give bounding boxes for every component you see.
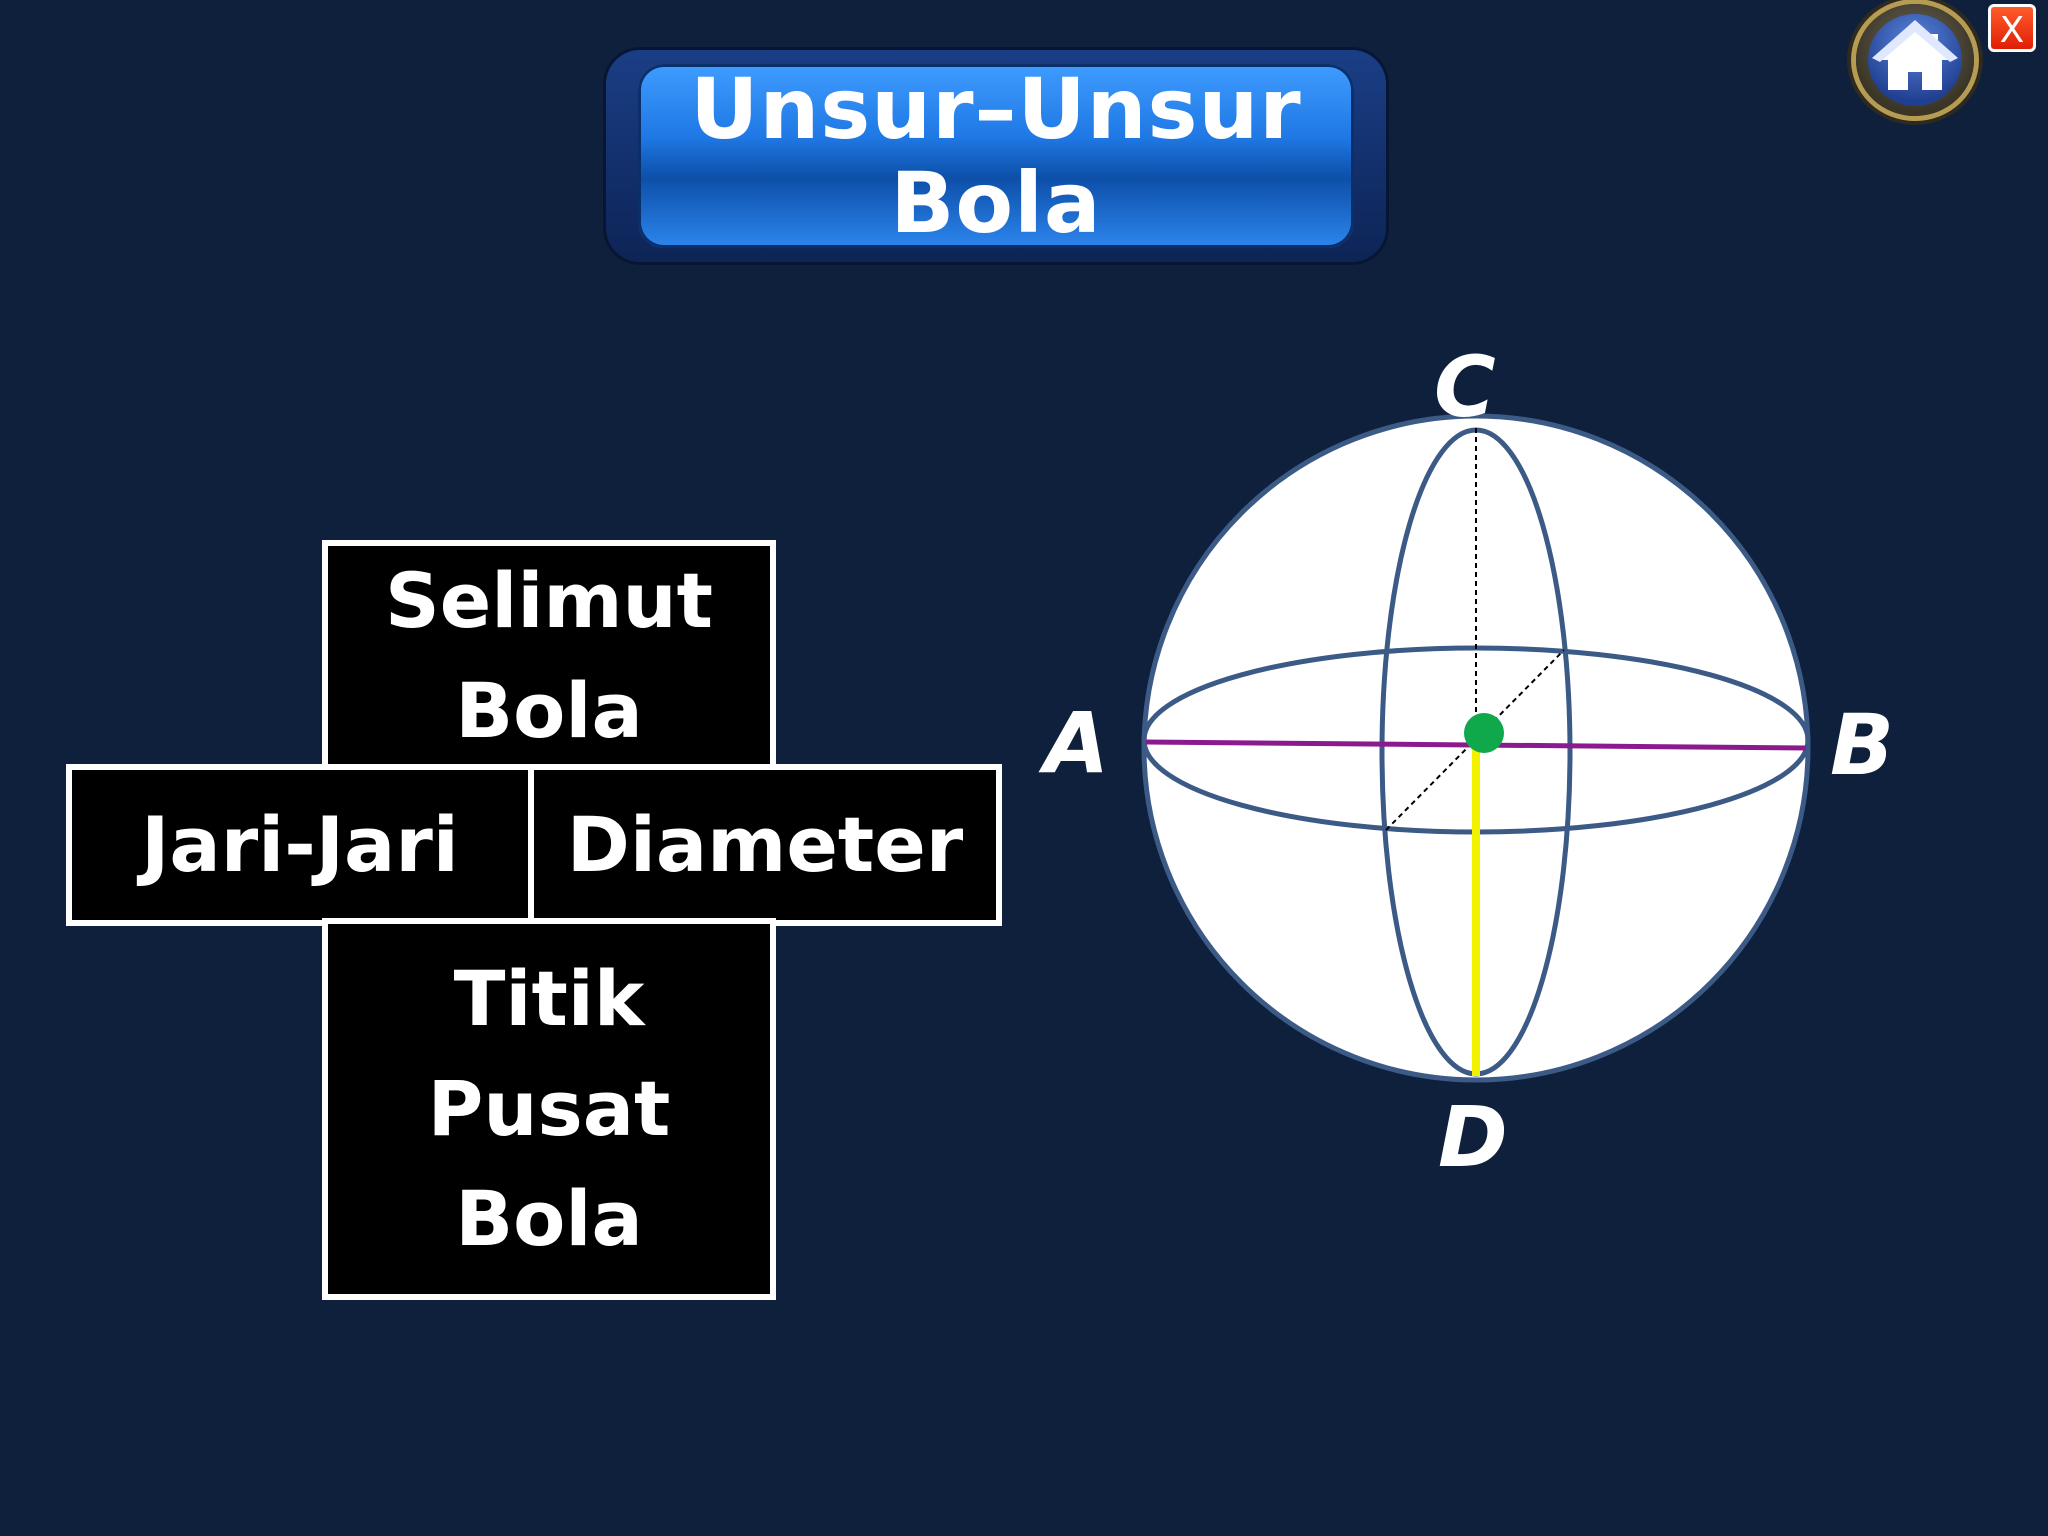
center-point: [1464, 713, 1504, 753]
title-banner: Unsur–Unsur Bola: [606, 50, 1386, 262]
jari-jari-cell[interactable]: Jari-Jari: [66, 764, 534, 926]
point-label-b: B: [1830, 696, 1895, 794]
titik-pusat-bola-label: Titik Pusat Bola: [427, 954, 671, 1263]
close-button[interactable]: X: [1988, 4, 2036, 52]
selimut-bola-label: Selimut Bola: [384, 556, 713, 755]
home-icon: [1872, 20, 1958, 90]
selimut-bola-cell[interactable]: Selimut Bola: [322, 540, 776, 772]
title-line-2: Bola: [890, 154, 1102, 252]
point-label-a: A: [1044, 694, 1110, 792]
point-label-c: C: [1434, 338, 1496, 436]
diameter-cell[interactable]: Diameter: [528, 764, 1002, 926]
point-label-d: D: [1438, 1088, 1508, 1186]
jari-jari-label: Jari-Jari: [141, 800, 459, 889]
title-panel: Unsur–Unsur Bola: [638, 60, 1354, 252]
diameter-label: Diameter: [566, 800, 964, 889]
title-line-1: Unsur–Unsur: [690, 60, 1302, 158]
home-button[interactable]: [1856, 4, 1974, 116]
titik-pusat-bola-cell[interactable]: Titik Pusat Bola: [322, 918, 776, 1300]
